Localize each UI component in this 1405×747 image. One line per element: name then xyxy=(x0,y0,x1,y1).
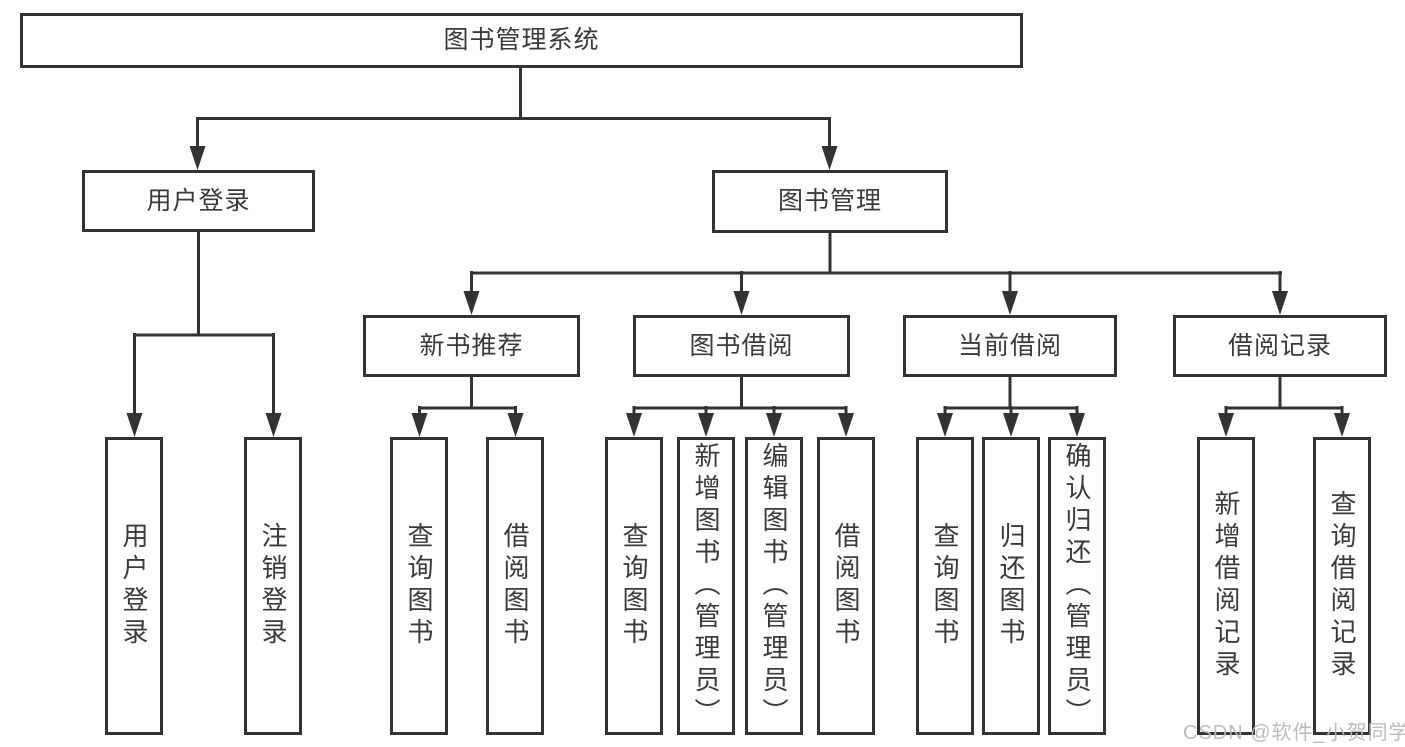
leaf-borrow-books-recommend: 借阅图书 xyxy=(486,437,544,735)
leaf-borrow-books: 借阅图书 xyxy=(817,437,875,735)
connector-current-borrow xyxy=(937,375,1085,437)
arrowhead xyxy=(507,413,524,437)
leaf-return-books-label: 归还图书 xyxy=(996,522,1026,650)
connector-new-book-recommend xyxy=(411,375,524,437)
node-book-borrow-label: 图书借阅 xyxy=(689,331,794,360)
connector-user-login xyxy=(126,230,282,437)
arrowhead xyxy=(189,146,206,170)
leaf-edit-books-admin: 编辑图书（管理员） xyxy=(745,437,803,735)
arrowhead xyxy=(1002,291,1018,315)
arrowhead xyxy=(411,413,428,437)
leaf-add-books-admin: 新增图书（管理员） xyxy=(677,437,735,735)
leaf-query-books-recommend-label: 查询图书 xyxy=(404,522,434,650)
leaf-query-books-current-label: 查询图书 xyxy=(930,522,960,650)
node-borrow-records: 借阅记录 xyxy=(1173,315,1387,377)
csdn-watermark: CSDN @软件_小贺同学 xyxy=(1183,722,1405,744)
leaf-logout: 注销登录 xyxy=(244,437,302,735)
node-new-book-recommend: 新书推荐 xyxy=(363,315,580,377)
arrowhead xyxy=(821,146,838,170)
arrowhead xyxy=(265,413,282,437)
leaf-query-books-borrow: 查询图书 xyxy=(605,437,663,735)
arrowhead xyxy=(733,291,750,315)
arrowhead xyxy=(126,413,143,437)
leaf-confirm-return-admin-label: 确认归还（管理员） xyxy=(1062,442,1092,730)
arrowhead xyxy=(698,413,714,437)
leaf-query-books-recommend: 查询图书 xyxy=(390,437,448,735)
node-user-login: 用户登录 xyxy=(82,170,315,232)
arrowhead xyxy=(626,413,642,437)
leaf-borrow-books-label: 借阅图书 xyxy=(831,522,861,650)
arrowhead xyxy=(463,291,480,315)
connector-book-management xyxy=(463,231,1288,315)
node-user-login-label: 用户登录 xyxy=(146,186,251,215)
leaf-add-books-admin-label: 新增图书（管理员） xyxy=(691,442,721,730)
arrowhead xyxy=(1334,413,1350,437)
arrowhead xyxy=(1272,291,1288,315)
node-book-management-label: 图书管理 xyxy=(777,187,882,215)
node-book-management: 图书管理 xyxy=(712,170,948,233)
leaf-add-borrow-record-label: 新增借阅记录 xyxy=(1211,490,1241,682)
leaf-borrow-books-recommend-label: 借阅图书 xyxy=(500,522,530,650)
leaf-user-login-label: 用户登录 xyxy=(119,522,149,650)
leaf-edit-books-admin-label: 编辑图书（管理员） xyxy=(759,442,789,730)
node-root-label: 图书管理系统 xyxy=(443,26,600,54)
arrowhead xyxy=(838,413,854,437)
node-new-book-recommend-label: 新书推荐 xyxy=(419,331,524,360)
leaf-query-borrow-record: 查询借阅记录 xyxy=(1313,437,1371,735)
leaf-query-books-borrow-label: 查询图书 xyxy=(619,522,649,650)
arrowhead xyxy=(1218,413,1234,437)
node-current-borrow-label: 当前借阅 xyxy=(957,331,1062,360)
leaf-add-borrow-record: 新增借阅记录 xyxy=(1197,437,1255,735)
leaf-query-books-current: 查询图书 xyxy=(916,437,974,735)
arrowhead xyxy=(1003,413,1019,437)
node-borrow-records-label: 借阅记录 xyxy=(1227,331,1332,360)
node-root: 图书管理系统 xyxy=(20,13,1023,68)
connector-borrow-records xyxy=(1218,375,1350,437)
arrowhead xyxy=(1069,413,1085,437)
leaf-query-borrow-record-label: 查询借阅记录 xyxy=(1327,490,1357,682)
arrowhead xyxy=(766,413,782,437)
connector-book-borrow xyxy=(626,375,854,437)
node-book-borrow: 图书借阅 xyxy=(633,315,850,377)
leaf-return-books: 归还图书 xyxy=(982,437,1040,735)
arrowhead xyxy=(937,413,953,437)
node-current-borrow: 当前借阅 xyxy=(903,315,1117,377)
leaf-logout-label: 注销登录 xyxy=(258,522,288,650)
leaf-confirm-return-admin: 确认归还（管理员） xyxy=(1048,437,1106,735)
connector-root xyxy=(189,66,838,170)
leaf-user-login: 用户登录 xyxy=(105,437,163,735)
